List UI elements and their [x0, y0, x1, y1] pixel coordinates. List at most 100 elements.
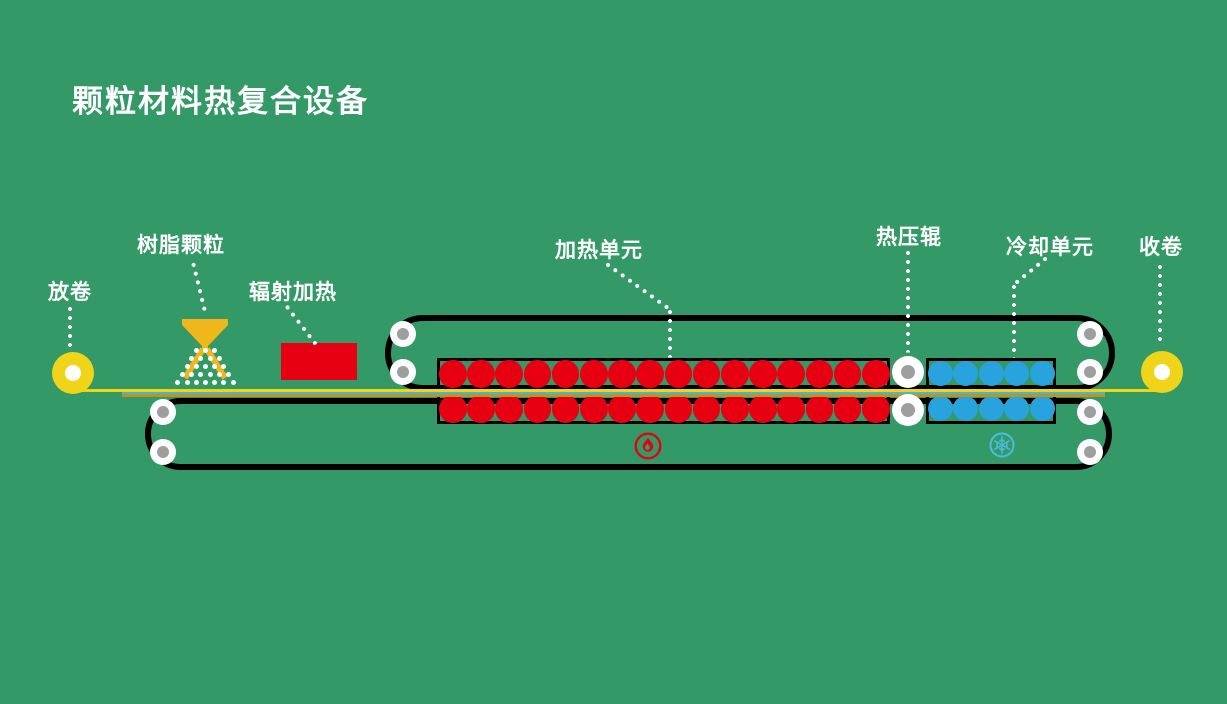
belt-roller [390, 359, 416, 385]
heating-circle [439, 395, 467, 423]
label-cooling-unit: 冷却单元 [1006, 235, 1094, 259]
heating-circle [523, 360, 552, 388]
resin-particle [216, 371, 222, 377]
upper-press-belt [385, 315, 1115, 391]
belt-roller [1077, 359, 1103, 385]
heating-circle [636, 395, 664, 423]
resin-hopper-leader [190, 261, 208, 312]
roller-hub [397, 366, 409, 378]
heating-circle [439, 360, 467, 388]
resin-particle [189, 371, 195, 377]
label-radiant-heater: 辐射加热 [249, 280, 337, 304]
resin-particle [198, 355, 204, 361]
cooling-unit-leader [1011, 284, 1017, 357]
web-laminate-line [122, 392, 1105, 394]
resin-particle [207, 355, 213, 361]
resin-particle [203, 379, 208, 385]
heating-circle [523, 395, 552, 423]
heating-circle [862, 395, 890, 423]
snowflake-icon [989, 432, 1015, 458]
belt-roller [150, 439, 176, 465]
heating-circle [862, 360, 890, 388]
heating-circle [749, 395, 777, 423]
resin-particle [193, 347, 199, 353]
resin-particle [216, 355, 222, 361]
cooling-circle [1029, 361, 1055, 386]
roller-hub [157, 446, 169, 458]
rewind-leader [1157, 264, 1163, 344]
roll-core [65, 365, 81, 381]
cooling-circle [953, 396, 979, 421]
label-rewind: 收卷 [1139, 235, 1183, 259]
label-unwind: 放卷 [48, 280, 92, 304]
roller-hub [1084, 406, 1096, 418]
radiant-heater-leader [284, 303, 318, 346]
cooling-circle [953, 361, 979, 386]
label-press-roller: 热压辊 [876, 225, 942, 249]
resin-particle [193, 379, 199, 385]
resin-particle [203, 363, 208, 369]
roller-hub [901, 403, 915, 417]
resin-particle [198, 371, 204, 377]
heating-circle [664, 360, 693, 388]
belt-roller [150, 399, 176, 425]
cooling-circle [928, 396, 953, 421]
web-substrate-line [73, 389, 1162, 392]
resin-particle [212, 347, 218, 353]
resin-particle [226, 371, 231, 377]
heating-circle [551, 395, 580, 423]
belt-roller [1077, 439, 1103, 465]
resin-particle [184, 363, 190, 369]
roller-hub [1084, 366, 1096, 378]
roller-hub [157, 406, 169, 418]
heating-circle [580, 395, 608, 423]
heating-circle [777, 360, 805, 388]
roller-hub [1084, 446, 1096, 458]
heating-circle [495, 360, 523, 388]
heating-circle [580, 360, 608, 388]
roll-core [1154, 364, 1170, 380]
label-heating-unit: 加热单元 [555, 238, 643, 262]
resin-particle [212, 363, 218, 369]
roller-hub [1084, 328, 1096, 340]
roller-hub [397, 328, 409, 340]
belt-roller [1077, 321, 1103, 347]
unwind-roll [52, 352, 94, 394]
heating-circle [777, 395, 805, 423]
heating-circle [833, 360, 862, 388]
unwind-leader [67, 306, 73, 349]
roller-hub [901, 365, 915, 379]
cooling-circle [1029, 396, 1055, 421]
page-title: 颗粒材料热复合设备 [72, 84, 369, 120]
heating-circle [664, 395, 693, 423]
heating-circle [805, 395, 834, 423]
heating-unit-leader [604, 260, 672, 312]
heating-unit-leader [667, 309, 673, 357]
resin-particle [193, 363, 199, 369]
heating-circle [636, 360, 664, 388]
heating-circle [467, 360, 495, 388]
rewind-roll [1141, 351, 1183, 393]
resin-particle [221, 363, 227, 369]
heating-circle [692, 360, 721, 388]
belt-roller [390, 321, 416, 347]
resin-particle [175, 379, 181, 385]
cooling-circle [1004, 361, 1030, 386]
heating-circle [749, 360, 777, 388]
heating-circle [721, 360, 749, 388]
heating-circle [805, 360, 834, 388]
press-roller-leader [905, 250, 911, 352]
web-resin-line [122, 394, 1105, 397]
resin-particle [184, 379, 190, 385]
resin-particle [212, 379, 218, 385]
resin-particle [203, 347, 208, 353]
resin-particle [230, 379, 236, 385]
press-roller-top [892, 356, 924, 388]
label-resin-hopper: 树脂颗粒 [137, 233, 225, 257]
heating-circle [608, 360, 636, 388]
resin-particle [207, 371, 213, 377]
heating-circle [551, 360, 580, 388]
cooling-circle [1004, 396, 1030, 421]
heating-circle [608, 395, 636, 423]
